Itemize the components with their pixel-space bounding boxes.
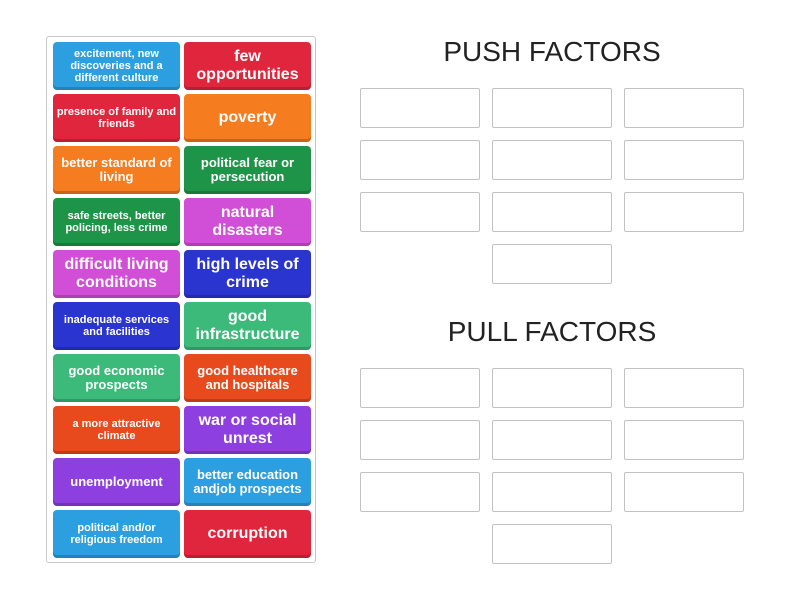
push-drop-slot[interactable] (624, 192, 744, 232)
push-factors-heading: PUSH FACTORS (443, 36, 661, 67)
draggable-card[interactable]: presence of family and friends (53, 94, 180, 142)
draggable-card[interactable]: few opportunities (184, 42, 311, 90)
draggable-card[interactable]: good economic prospects (53, 354, 180, 402)
pull-drop-slot[interactable] (624, 420, 744, 460)
draggable-card[interactable]: political fear or persecution (184, 146, 311, 194)
draggable-card[interactable]: corruption (184, 510, 311, 558)
pull-drop-slot[interactable] (360, 472, 480, 512)
draggable-card[interactable]: high levels of crime (184, 250, 311, 298)
push-drop-slot[interactable] (492, 140, 612, 180)
draggable-card[interactable]: unemployment (53, 458, 180, 506)
draggable-card[interactable]: safe streets, better policing, less crim… (53, 198, 180, 246)
card-palette: excitement, new discoveries and a differ… (46, 36, 316, 563)
push-drop-slot[interactable] (360, 140, 480, 180)
push-drop-slot[interactable] (624, 140, 744, 180)
pull-drop-slot[interactable] (492, 472, 612, 512)
push-drop-slot[interactable] (360, 192, 480, 232)
push-drop-slot[interactable] (360, 88, 480, 128)
draggable-card[interactable]: better education andjob prospects (184, 458, 311, 506)
pull-drop-slot[interactable] (360, 368, 480, 408)
pull-factors-heading: PULL FACTORS (447, 316, 657, 347)
pull-drop-slot[interactable] (492, 524, 612, 564)
pull-drop-slot[interactable] (624, 472, 744, 512)
draggable-card[interactable]: difficult living conditions (53, 250, 180, 298)
draggable-card[interactable]: inadequate services and facilities (53, 302, 180, 350)
draggable-card[interactable]: poverty (184, 94, 311, 142)
draggable-card[interactable]: natural disasters (184, 198, 311, 246)
pull-drop-slot[interactable] (360, 420, 480, 460)
draggable-card[interactable]: political and/or religious freedom (53, 510, 180, 558)
draggable-card[interactable]: a more attractive climate (53, 406, 180, 454)
pull-drop-slot[interactable] (492, 368, 612, 408)
push-drop-slot[interactable] (492, 244, 612, 284)
pull-drop-slot[interactable] (624, 368, 744, 408)
push-drop-slot[interactable] (492, 192, 612, 232)
pull-drop-slot[interactable] (492, 420, 612, 460)
draggable-card[interactable]: excitement, new discoveries and a differ… (53, 42, 180, 90)
push-drop-slot[interactable] (492, 88, 612, 128)
push-drop-slot[interactable] (624, 88, 744, 128)
draggable-card[interactable]: good healthcare and hospitals (184, 354, 311, 402)
draggable-card[interactable]: war or social unrest (184, 406, 311, 454)
draggable-card[interactable]: good infrastructure (184, 302, 311, 350)
draggable-card[interactable]: better standard of living (53, 146, 180, 194)
